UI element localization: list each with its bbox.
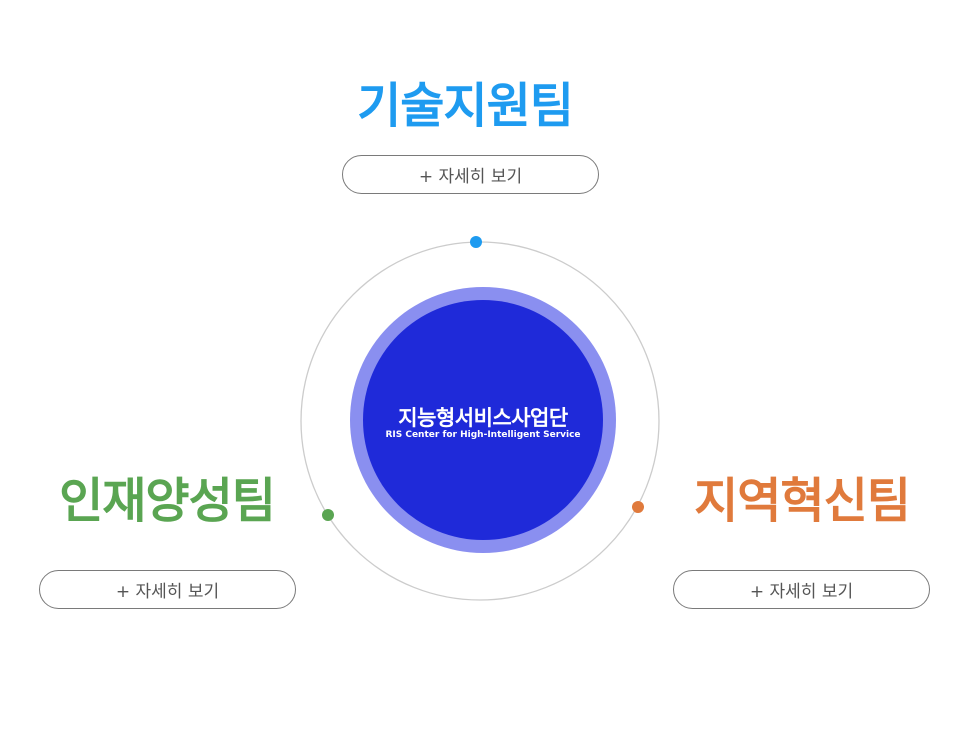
center-subtitle: RIS Center for High-Intelligent Service <box>385 430 581 440</box>
team-title-talent: 인재양성팀 <box>59 473 276 529</box>
center-label-group: 지능형서비스사업단 RIS Center for High-Intelligen… <box>363 300 603 540</box>
tech-detail-button[interactable]: + 자세히 보기 <box>342 155 599 194</box>
orbit-dot-regional <box>632 501 644 513</box>
core-inner-circle <box>363 300 603 540</box>
orbit-dot-talent <box>322 509 334 521</box>
regional-detail-button-label: + 자세히 보기 <box>749 582 854 602</box>
regional-detail-button[interactable]: + 자세히 보기 <box>673 570 930 609</box>
tech-detail-button-label: + 자세히 보기 <box>418 167 523 187</box>
center-title: 지능형서비스사업단 <box>398 406 568 430</box>
talent-detail-button[interactable]: + 자세히 보기 <box>39 570 296 609</box>
team-title-tech: 기술지원팀 <box>357 78 574 134</box>
orbit-dot-tech <box>470 236 482 248</box>
team-title-regional: 지역혁신팀 <box>694 473 911 529</box>
talent-detail-button-label: + 자세히 보기 <box>115 582 220 602</box>
